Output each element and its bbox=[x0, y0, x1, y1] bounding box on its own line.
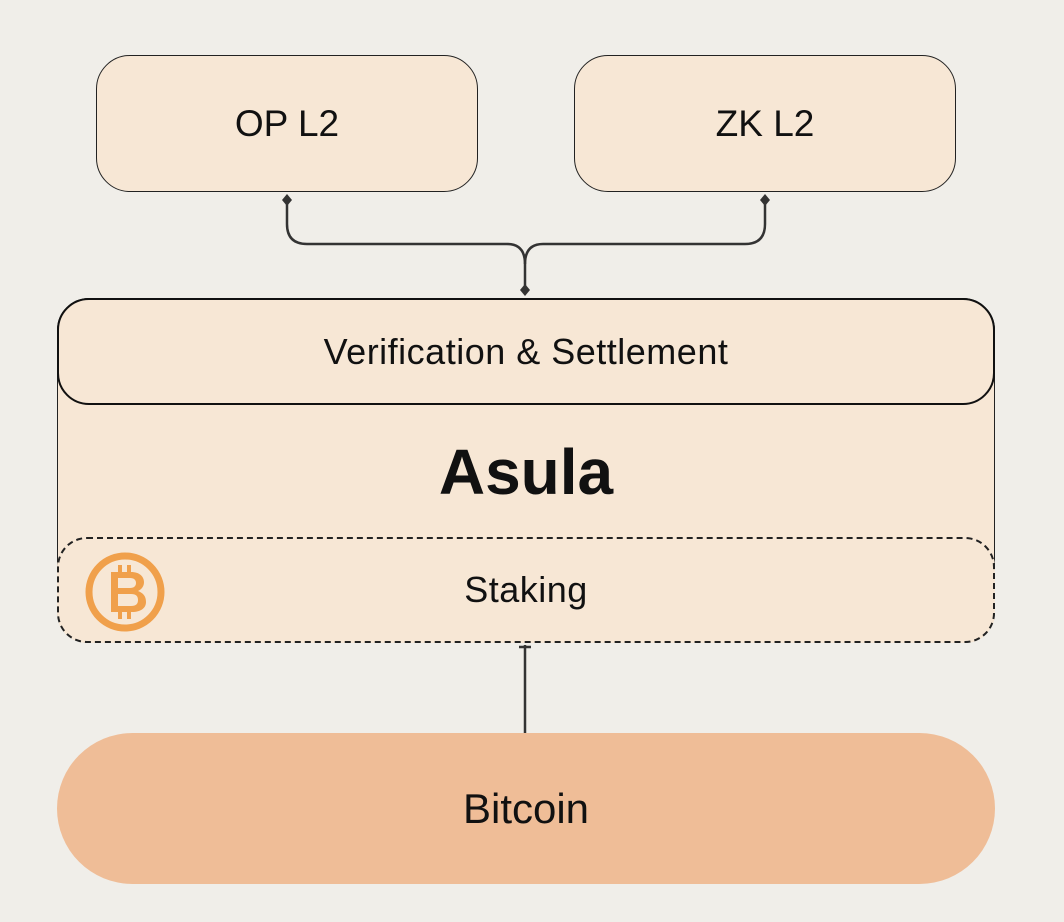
op-l2-label: OP L2 bbox=[234, 102, 340, 144]
connector-op-to-verification bbox=[285, 200, 527, 290]
zk-l2-label: ZK L2 bbox=[715, 102, 815, 144]
bitcoin-icon bbox=[85, 552, 165, 632]
connector-marker-op bbox=[282, 194, 292, 206]
verification-settlement-box: Verification & Settlement bbox=[57, 298, 995, 405]
connector-marker-zk bbox=[760, 194, 770, 206]
staking-box: Staking bbox=[57, 537, 995, 643]
zk-l2-box: ZK L2 bbox=[574, 55, 956, 192]
connector-marker-verification bbox=[520, 284, 530, 296]
bitcoin-label: Bitcoin bbox=[462, 784, 590, 832]
asula-label: Asula bbox=[438, 436, 614, 508]
verification-settlement-label: Verification & Settlement bbox=[323, 330, 729, 372]
op-l2-box: OP L2 bbox=[96, 55, 478, 192]
bitcoin-layer: Bitcoin bbox=[57, 733, 995, 884]
staking-label: Staking bbox=[464, 569, 588, 610]
connector-zk-to-verification bbox=[523, 200, 767, 265]
asula-title: Asula bbox=[57, 432, 995, 512]
